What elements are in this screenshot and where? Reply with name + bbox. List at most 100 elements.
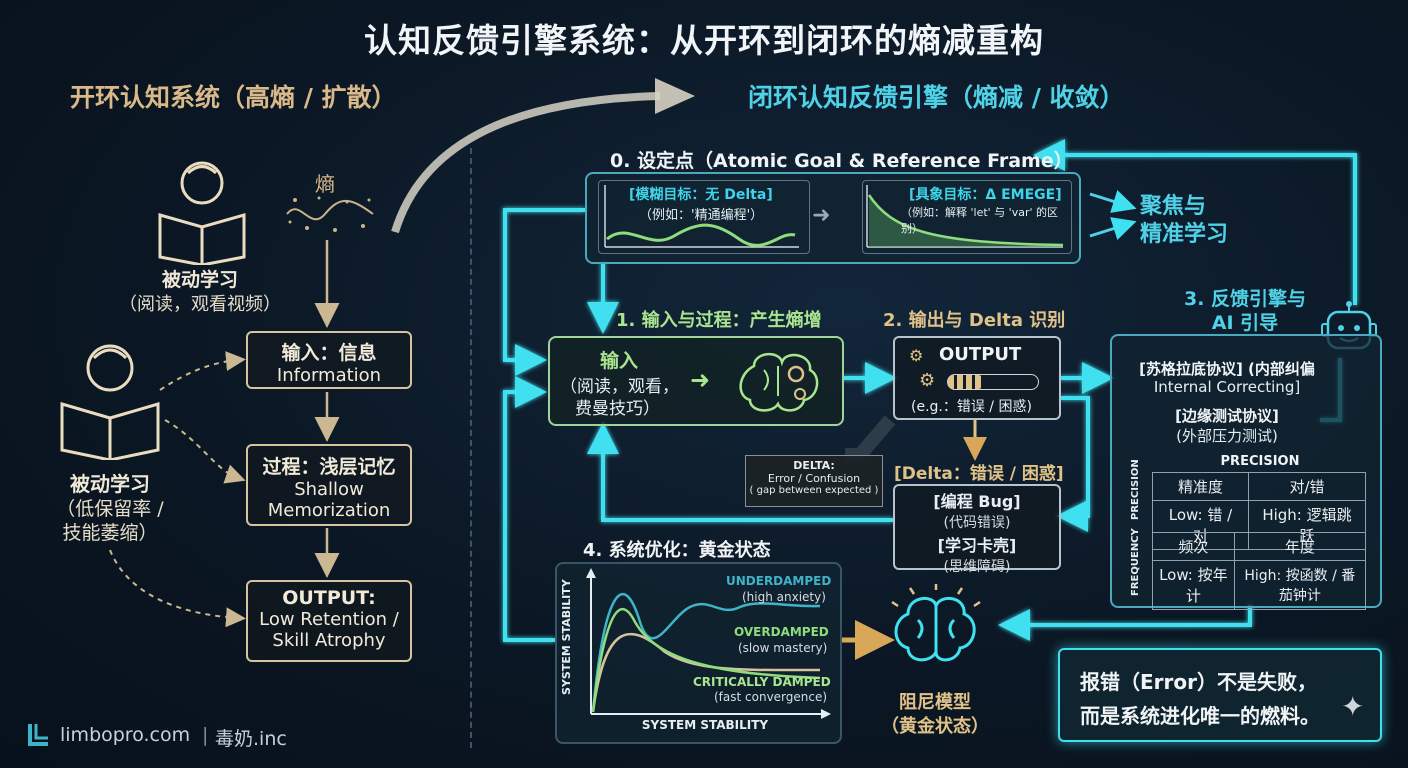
step0-title: 0. 设定点（Atomic Goal & Reference Frame） — [610, 150, 1073, 172]
chart-x-label: SYSTEM STABILITY — [641, 718, 769, 732]
vague-goal-chart — [604, 185, 799, 248]
concrete-goal-example: （例如：解释 'let' 与 'var' 的区别） — [901, 206, 1058, 235]
delta-note-line-1: Error / Confusion — [767, 472, 861, 485]
open-output-title: OUTPUT: — [282, 587, 376, 609]
transition-arrow — [391, 92, 661, 234]
stuck-sub: (思维障碍) — [943, 559, 1011, 575]
precision-header: PRECISION — [1220, 454, 1300, 469]
focus-label-1: 聚焦与 — [1140, 194, 1207, 219]
overdamped-label: OVERDAMPED — [734, 625, 829, 639]
table-cell: High: 按函数 / 番茄钟计 — [1233, 560, 1367, 610]
closed-loop-heading: 闭环认知反馈引擎（熵减 / 收敛） — [748, 83, 1125, 112]
focus-label-2: 精准学习 — [1140, 222, 1229, 247]
tip-line-1: 报错（Error）不是失败， — [1080, 670, 1317, 694]
footer-sep: | — [202, 724, 209, 746]
progress-fill — [948, 375, 984, 389]
delta-note-line-2: ( gap between expected ) — [749, 485, 879, 496]
concrete-goal-title: [具象目标：Δ EMEGE] — [909, 187, 1062, 203]
reader1-title: 被动学习 — [161, 269, 238, 291]
brain-gears-icon — [739, 353, 819, 412]
progress-bar — [947, 374, 1039, 390]
page-title: 认知反馈引擎系统：从开环到闭环的熵减重构 — [364, 21, 1044, 60]
chart-y-label: SYSTEM STABILITY — [560, 579, 573, 695]
arrow-icon: ➜ — [812, 203, 831, 228]
edge-line-1: [边缘测试协议] — [1175, 407, 1279, 425]
tip-line-2: 而是系统进化唯一的燃料。 — [1080, 704, 1320, 728]
open-output-en-1: Low Retention / — [259, 609, 399, 630]
socratic-line-1: [苏格拉底协议] (内部纠偏 — [1139, 360, 1315, 378]
precision-side-label: PRECISION — [1130, 459, 1141, 520]
open-output-box: OUTPUT: Low Retention / Skill Atrophy — [246, 580, 412, 662]
step2-title: 2. 输出与 Delta 识别 — [883, 310, 1066, 331]
concrete-goal-chart — [866, 185, 1064, 248]
reader-icon — [158, 161, 246, 265]
underdamped-sub: (high anxiety) — [742, 590, 826, 604]
step1-sub-2: 费曼技巧） — [575, 399, 660, 419]
step1-panel: 输入 （阅读，观看， 费曼技巧） ➜ — [548, 336, 844, 426]
delta-note: DELTA: Error / Confusion ( gap between e… — [745, 455, 883, 507]
concrete-goal-card: [具象目标：Δ EMEGE] （例如：解释 'let' 与 'var' 的区别） — [862, 180, 1072, 254]
step3-title-1: 3. 反馈引擎与 — [1183, 288, 1307, 310]
arrow-icon: ➜ — [690, 366, 711, 394]
brand-logo-icon — [28, 724, 48, 746]
stuck-title: [学习卡壳] — [937, 536, 1017, 555]
open-input-zh: 输入：信息 — [281, 342, 377, 364]
open-process-en-1: Shallow — [294, 479, 364, 500]
reader2-sub-2: 技能萎缩） — [62, 522, 158, 544]
entropy-label: 熵 — [315, 172, 335, 196]
footer-brand: limbopro.com — [60, 724, 191, 746]
bug-sub: (代码错误) — [943, 515, 1011, 531]
open-process-en-2: Memorization — [267, 500, 391, 521]
reader-icon — [60, 344, 160, 460]
open-process-zh: 过程：浅层记忆 — [262, 456, 396, 478]
table-cell: 频次 — [1152, 532, 1235, 561]
entropy-squiggle — [286, 196, 374, 232]
reader2-title: 被动学习 — [70, 472, 150, 496]
step1-title: 1. 输入与过程：产生熵增 — [616, 310, 822, 331]
overdamped-sub: (slow mastery) — [738, 641, 828, 655]
table-cell: Low: 按年计 — [1152, 560, 1235, 610]
section-divider — [470, 148, 472, 748]
table-row: 精准度 对/错 — [1152, 472, 1367, 501]
step3-title-2: AI 引导 — [1211, 312, 1279, 334]
vague-goal-card: [模糊目标：无 Delta] （例如：'精通编程'） — [598, 180, 810, 254]
step2-output-label: OUTPUT — [939, 344, 1022, 365]
step1-sub-1: （阅读，观看， — [560, 377, 679, 397]
brain-label-2: （黄金状态） — [881, 716, 989, 737]
frequency-table: 频次 年度 Low: 按年计 High: 按函数 / 番茄钟计 — [1152, 532, 1367, 610]
critically-damped-sub: (fast convergence) — [714, 690, 828, 704]
bug-panel: [编程 Bug] (代码错误) [学习卡壳] (思维障碍) — [893, 484, 1061, 575]
damping-chart — [586, 568, 831, 719]
open-input-en: Information — [276, 365, 382, 386]
step2-eg: (e.g.：错误 / 困惑) — [911, 399, 1032, 415]
critically-damped-label: CRITICALLY DAMPED — [693, 675, 831, 689]
brain-label-1: 阻尼模型 — [899, 692, 971, 713]
reader1-subtitle: （阅读，观看视频） — [119, 294, 281, 315]
vague-goal-title: [模糊目标：无 Delta] — [629, 187, 773, 203]
edge-line-2: (外部压力测试) — [1176, 427, 1278, 445]
open-input-box: 输入：信息 Information — [246, 331, 412, 389]
underdamped-label: UNDERDAMPED — [726, 574, 832, 588]
frequency-side-label: FREQUENCY — [1130, 528, 1141, 596]
socratic-line-2: Internal Correcting] — [1153, 378, 1301, 396]
table-cell: 年度 — [1233, 532, 1367, 561]
step0-panel — [585, 172, 1081, 264]
sparkle-icon: ✦ — [1341, 690, 1365, 723]
tip-box: 报错（Error）不是失败， 而是系统进化唯一的燃料。 — [1058, 648, 1382, 742]
table-row: Low: 按年计 High: 按函数 / 番茄钟计 — [1152, 560, 1367, 610]
gear-icon: ⚙ — [909, 346, 924, 365]
bug-title: [编程 Bug] — [933, 492, 1021, 511]
table-cell: 精准度 — [1152, 472, 1249, 501]
step1-input-label: 输入 — [600, 350, 639, 372]
brain-icon — [891, 584, 981, 662]
vague-goal-example: （例如：'精通编程'） — [639, 208, 764, 223]
open-loop-heading: 开环认知系统（高熵 / 扩散） — [70, 83, 397, 112]
table-row: 频次 年度 — [1152, 532, 1367, 561]
footer-brand-2: 毒奶.inc — [215, 728, 287, 750]
step2-output-panel: OUTPUT ⚙ ⚙ (e.g.：错误 / 困惑) — [893, 336, 1061, 420]
gear-icon: ⚙ — [919, 370, 936, 391]
open-output-en-2: Skill Atrophy — [272, 630, 386, 651]
step4-title: 4. 系统优化：黄金状态 — [583, 540, 771, 561]
open-process-box: 过程：浅层记忆 Shallow Memorization — [246, 444, 412, 526]
reader2-sub-1: （低保留率 / — [56, 498, 164, 520]
